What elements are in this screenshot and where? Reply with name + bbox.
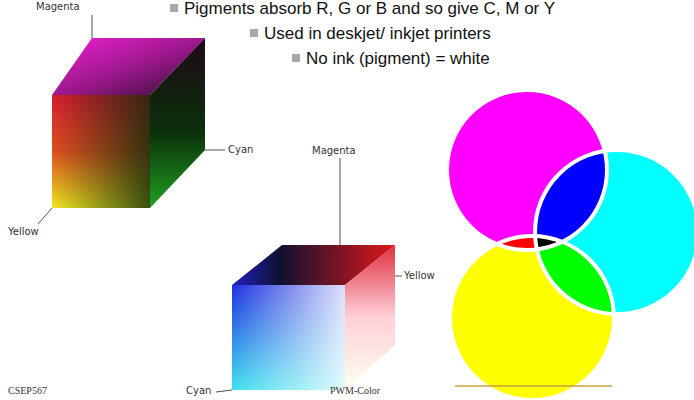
axis-label: Magenta: [312, 145, 356, 157]
axis-label: Yellow: [404, 270, 435, 282]
footer-text: CSEP567: [8, 385, 47, 397]
axis-label: Magenta: [36, 1, 80, 13]
axis-label: Yellow: [8, 226, 39, 238]
axis-label: Cyan: [186, 385, 211, 397]
axis-label: Cyan: [228, 144, 253, 156]
subtractive-venn: [447, 90, 694, 400]
footer-text: PWM-Color: [330, 385, 380, 397]
bullet-text: No ink (pigment) = white: [306, 49, 490, 69]
cmy-cube-front: [38, 15, 225, 224]
cmy-cube-back: [216, 158, 402, 392]
footer-rule: [455, 385, 612, 387]
bullet-text: Pigments absorb R, G or B and so give C,…: [184, 0, 555, 19]
bullet-text: Used in deskjet/ inkjet printers: [264, 24, 491, 44]
